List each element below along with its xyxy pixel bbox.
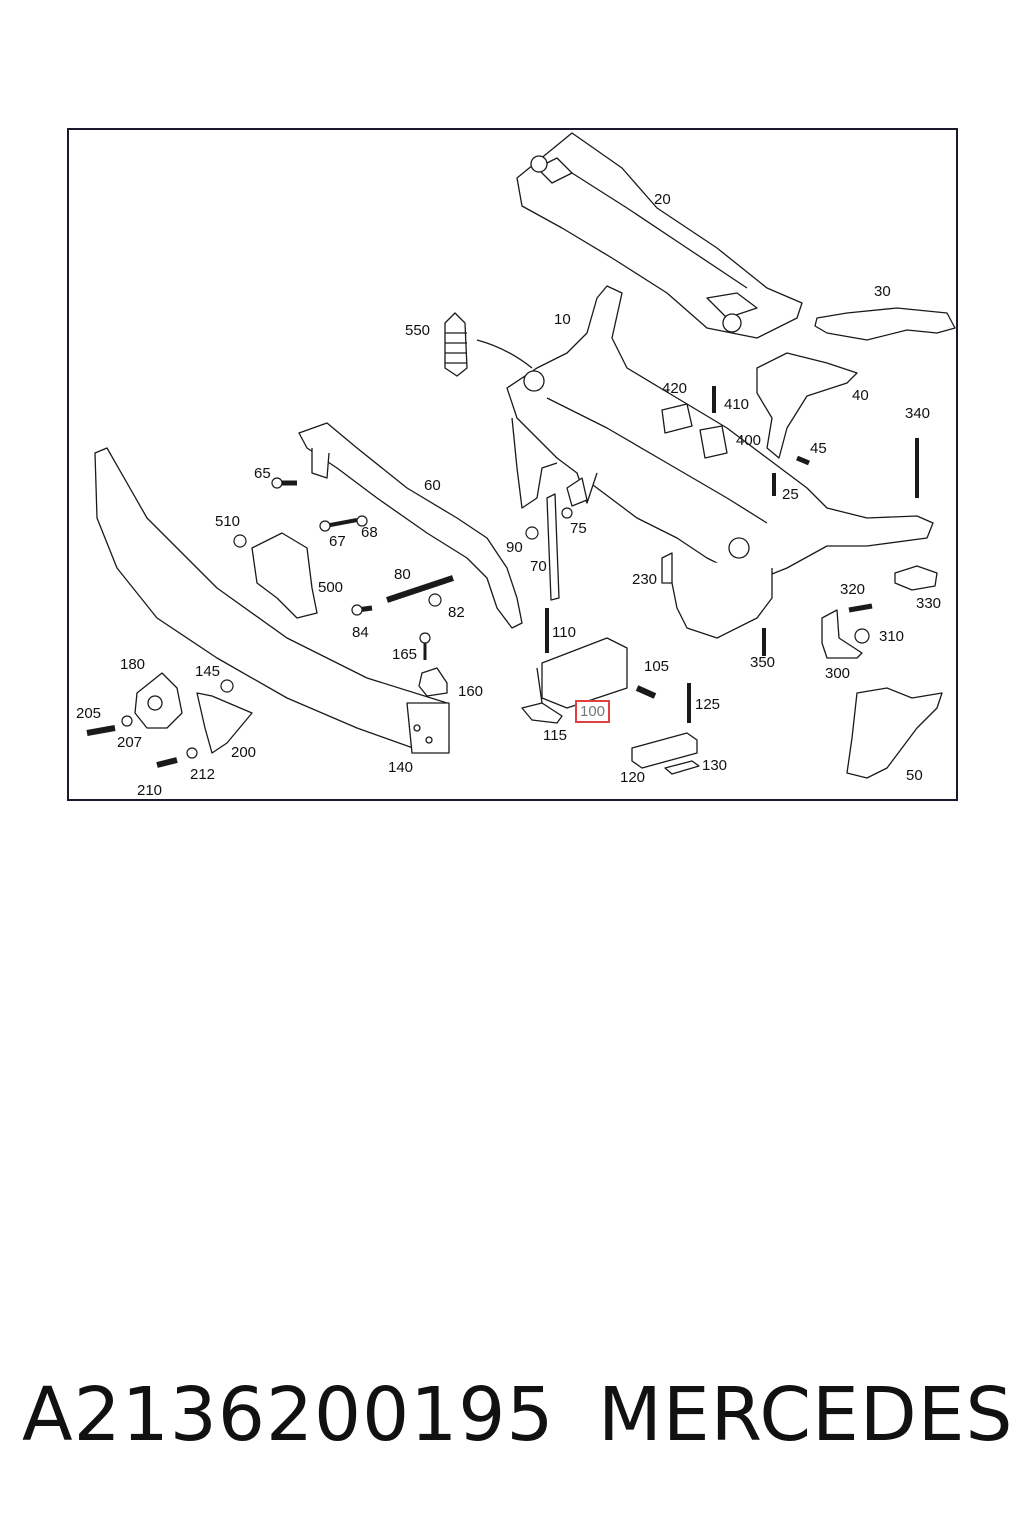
callout-350: 350 <box>750 654 776 671</box>
part-550-bump-stop <box>444 312 533 377</box>
callout-67: 67 <box>329 533 346 550</box>
callout-330: 330 <box>916 595 942 612</box>
callout-210: 210 <box>137 782 163 799</box>
callout-65: 65 <box>254 465 271 482</box>
footer-caption: A2136200195 MERCEDES <box>22 1372 1012 1462</box>
bolt-67 <box>319 518 358 532</box>
bolt-75 <box>561 507 573 519</box>
bolt-210 <box>156 757 178 768</box>
callout-145: 145 <box>195 663 221 680</box>
callout-110: 110 <box>552 624 576 641</box>
callout-165: 165 <box>392 646 418 663</box>
part-70-bracket <box>546 477 588 601</box>
bolt-65 <box>271 477 297 489</box>
callout-20: 20 <box>654 191 671 208</box>
callout-410: 410 <box>724 396 750 413</box>
callout-300: 300 <box>825 665 851 682</box>
part-115-plate <box>521 702 563 724</box>
part-400-420-brackets <box>661 403 728 459</box>
part-300-bracket <box>821 609 863 659</box>
part-40-bracket <box>756 352 858 459</box>
exploded-parts-drawing <box>86 132 956 779</box>
callout-120: 120 <box>620 769 646 786</box>
callout-105: 105 <box>644 658 670 675</box>
callout-230: 230 <box>632 571 658 588</box>
part-20-upper-crossmember <box>516 132 803 339</box>
callout-70: 70 <box>530 558 547 575</box>
bolt-105 <box>635 685 657 699</box>
bolt-145 <box>220 679 234 693</box>
bolt-205 <box>86 725 116 736</box>
part-230-bracket <box>661 552 673 584</box>
callout-68: 68 <box>361 524 378 541</box>
part-200-bracket <box>196 692 253 754</box>
bolt-90 <box>525 526 539 540</box>
part-330-bracket <box>894 565 938 591</box>
callout-80: 80 <box>394 566 411 583</box>
callout-140: 140 <box>388 759 414 776</box>
bolt-510 <box>233 534 247 548</box>
part-160-bracket <box>418 667 448 697</box>
callout-500: 500 <box>318 579 344 596</box>
callout-10: 10 <box>554 311 571 328</box>
bolt-165 <box>419 632 431 660</box>
callout-84: 84 <box>352 624 369 641</box>
callout-60: 60 <box>424 477 441 494</box>
callout-180: 180 <box>120 656 146 673</box>
callout-25: 25 <box>782 486 799 503</box>
brand-name: MERCEDES <box>598 1372 1014 1458</box>
callout-160: 160 <box>458 683 484 700</box>
part-180-bracket <box>134 672 183 729</box>
part-60-crossbar <box>298 422 523 629</box>
callout-82: 82 <box>448 604 465 621</box>
part-number: A2136200195 <box>22 1372 555 1458</box>
callout-115: 115 <box>543 727 567 744</box>
part-500-bracket <box>251 532 318 619</box>
callout-40: 40 <box>852 387 869 404</box>
part-140-bumper-beam <box>94 447 450 754</box>
bolt-80 <box>386 575 454 603</box>
part-30-bracket <box>814 307 956 341</box>
callout-510: 510 <box>215 513 241 530</box>
callout-50: 50 <box>906 767 923 784</box>
bolt-45 <box>796 455 810 466</box>
diagram-frame <box>67 128 958 801</box>
part-130-plate <box>664 760 700 775</box>
callout-212: 212 <box>190 766 216 783</box>
callout-90: 90 <box>506 539 523 556</box>
bolt-320 <box>848 603 873 613</box>
bolt-84 <box>351 604 373 616</box>
part-120-block <box>631 732 698 769</box>
callout-75: 75 <box>570 520 587 537</box>
washer-68 <box>356 515 368 527</box>
washer-207 <box>121 715 133 727</box>
callout-310: 310 <box>879 628 905 645</box>
nut-310 <box>854 628 870 644</box>
callout-45: 45 <box>810 440 827 457</box>
callout-30: 30 <box>874 283 891 300</box>
washer-212 <box>186 747 198 759</box>
callout-130: 130 <box>702 757 728 774</box>
callout-207: 207 <box>117 734 143 751</box>
callout-125: 125 <box>695 696 721 713</box>
callout-420: 420 <box>662 380 688 397</box>
callout-400: 400 <box>736 432 762 449</box>
callout-100-highlighted[interactable]: 100 <box>575 700 611 723</box>
bolt-82 <box>428 593 442 607</box>
callout-550: 550 <box>405 322 431 339</box>
part-50-bracket <box>846 687 943 779</box>
callout-320: 320 <box>840 581 866 598</box>
callout-205: 205 <box>76 705 102 722</box>
callout-340: 340 <box>905 405 931 422</box>
callout-200: 200 <box>231 744 257 761</box>
